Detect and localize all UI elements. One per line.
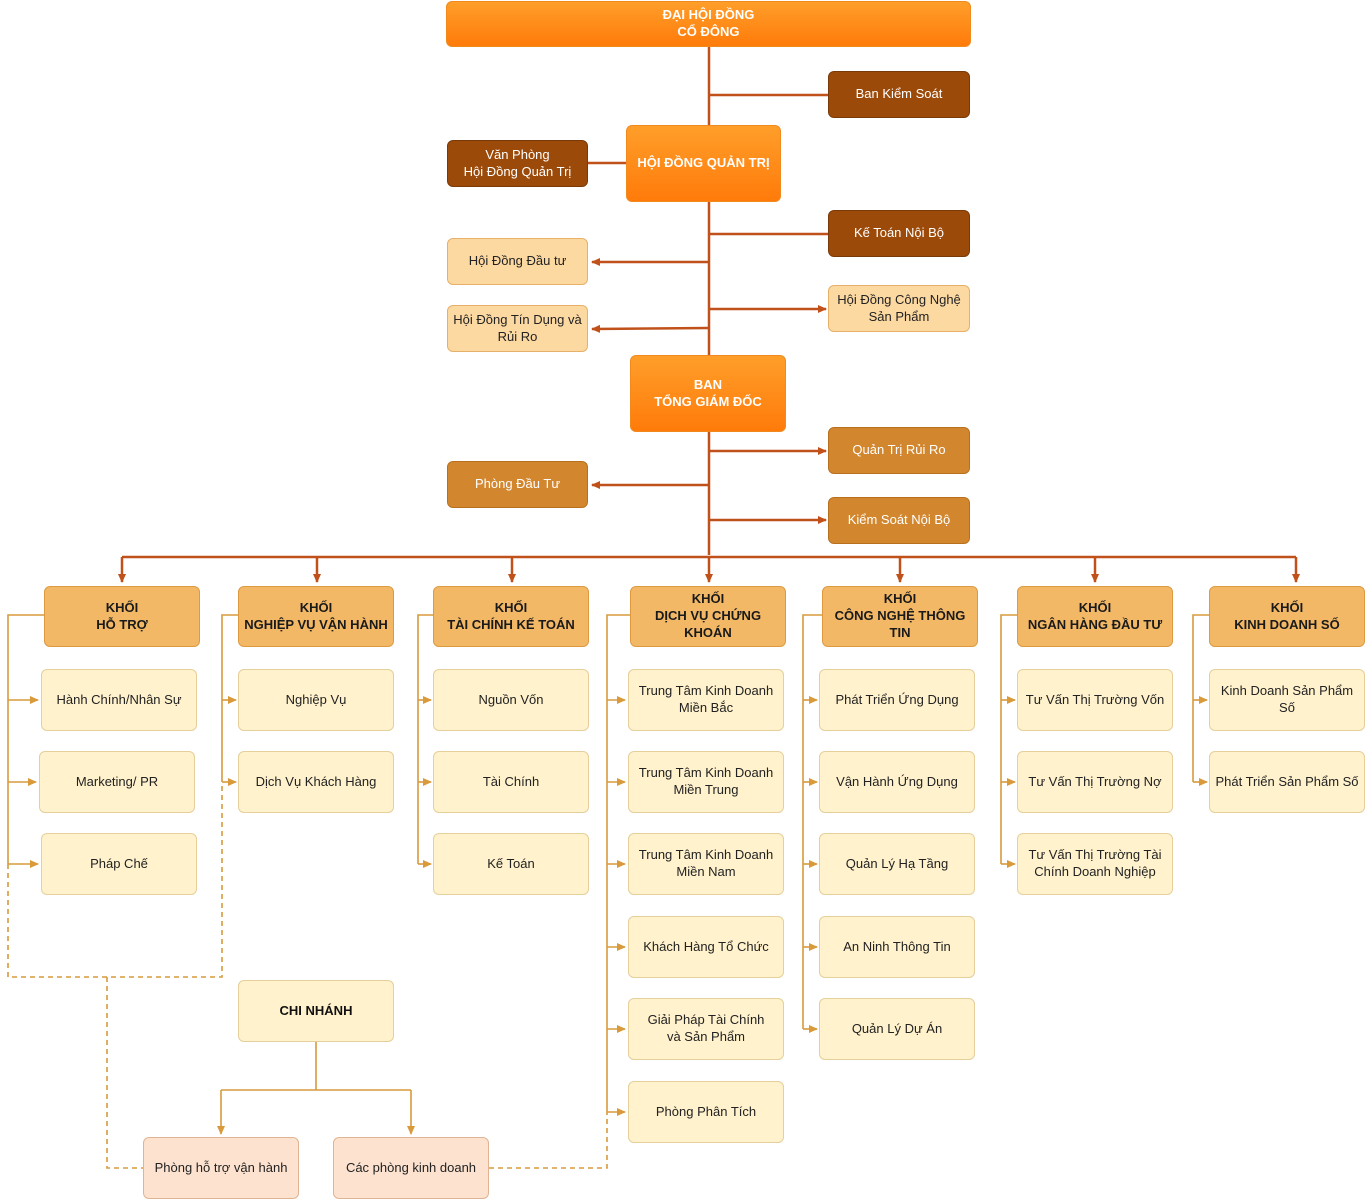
- hoi-dong-quan-tri: HỘI ĐỒNG QUẢN TRỊ: [626, 125, 781, 202]
- dept-box: Kinh Doanh Sản Phẩm Số: [1209, 669, 1365, 731]
- dept-box: Trung Tâm Kinh Doanh Miền Trung: [628, 751, 784, 813]
- hoi-dong-dau-tu: Hội Đồng Đầu tư: [447, 238, 588, 285]
- dept-box: Tư Vấn Thị Trường Tài Chính Doanh Nghiệp: [1017, 833, 1173, 895]
- dept-box: Pháp Chế: [41, 833, 197, 895]
- dept-box: Quản Lý Dự Án: [819, 998, 975, 1060]
- ban-tong-giam-doc: BAN TỔNG GIÁM ĐỐC: [630, 355, 786, 432]
- dept-box: Quản Lý Hạ Tầng: [819, 833, 975, 895]
- chi-nhanh: CHI NHÁNH: [238, 980, 394, 1042]
- cac-phong-kinh-doanh: Các phòng kinh doanh: [333, 1137, 489, 1199]
- dept-box: Giải Pháp Tài Chính và Sản Phẩm: [628, 998, 784, 1060]
- line-hd-tin-dung: [591, 324, 710, 333]
- dept-box: Phát Triển Sản Phẩm Số: [1209, 751, 1365, 813]
- dept-box: Tư Vấn Thị Trường Vốn: [1017, 669, 1173, 731]
- dept-box: Tài Chính: [433, 751, 589, 813]
- ban-kiem-soat: Ban Kiểm Soát: [828, 71, 970, 118]
- block-header-tai-chinh-ke-toan: KHỐI TÀI CHÍNH KẾ TOÁN: [433, 586, 589, 647]
- phong-dau-tu: Phòng Đầu Tư: [447, 461, 588, 508]
- dept-box: Phòng Phân Tích: [628, 1081, 784, 1143]
- phong-ho-tro-van-hanh: Phòng hỗ trợ vận hành: [143, 1137, 299, 1199]
- dept-box: Tư Vấn Thị Trường Nợ: [1017, 751, 1173, 813]
- block-header-dich-vu-chung-khoan: KHỐI DỊCH VỤ CHỨNG KHOÁN: [630, 586, 786, 647]
- quan-tri-rui-ro: Quản Trị Rủi Ro: [828, 427, 970, 474]
- dept-box: Vận Hành Ứng Dụng: [819, 751, 975, 813]
- dept-box: Trung Tâm Kinh Doanh Miền Nam: [628, 833, 784, 895]
- dept-box: Khách Hàng Tổ Chức: [628, 916, 784, 978]
- block-header-ngan-hang-dau-tu: KHỐI NGÂN HÀNG ĐẦU TƯ: [1017, 586, 1173, 647]
- dept-box: Dịch Vụ Khách Hàng: [238, 751, 394, 813]
- dept-box: An Ninh Thông Tin: [819, 916, 975, 978]
- dept-box: Nguồn Vốn: [433, 669, 589, 731]
- block-header-cong-nghe-thong-tin: KHỐI CÔNG NGHỆ THÔNG TIN: [822, 586, 978, 647]
- kiem-soat-noi-bo: Kiểm Soát Nội Bộ: [828, 497, 970, 544]
- van-phong-hoi-dong-quan-tri: Văn Phòng Hội Đồng Quản Trị: [447, 140, 588, 187]
- dept-box: Phát Triển Ứng Dụng: [819, 669, 975, 731]
- dept-box: Trung Tâm Kinh Doanh Miền Bắc: [628, 669, 784, 731]
- block-header-kinh-doanh-so: KHỐI KINH DOANH SỐ: [1209, 586, 1365, 647]
- dept-box: Nghiệp Vụ: [238, 669, 394, 731]
- block-header-ho-tro: KHỐI HỖ TRỢ: [44, 586, 200, 647]
- ke-toan-noi-bo: Kế Toán Nội Bộ: [828, 210, 970, 257]
- hoi-dong-tin-dung-rui-ro: Hội Đồng Tín Dụng và Rủi Ro: [447, 305, 588, 352]
- dashed-line-business: [489, 1112, 608, 1169]
- dai-hoi-dong-co-dong: ĐẠI HỘI ĐỒNG CỔ ĐÔNG: [446, 1, 971, 47]
- hoi-dong-cong-nghe-san-pham: Hội Đồng Công Nghệ Sản Phẩm: [828, 285, 970, 332]
- block-header-nghiep-vu-van-hanh: KHỐI NGHIỆP VỤ VẬN HÀNH: [238, 586, 394, 647]
- dept-box: Kế Toán: [433, 833, 589, 895]
- dept-box: Hành Chính/Nhân Sự: [41, 669, 197, 731]
- dept-box: Marketing/ PR: [39, 751, 195, 813]
